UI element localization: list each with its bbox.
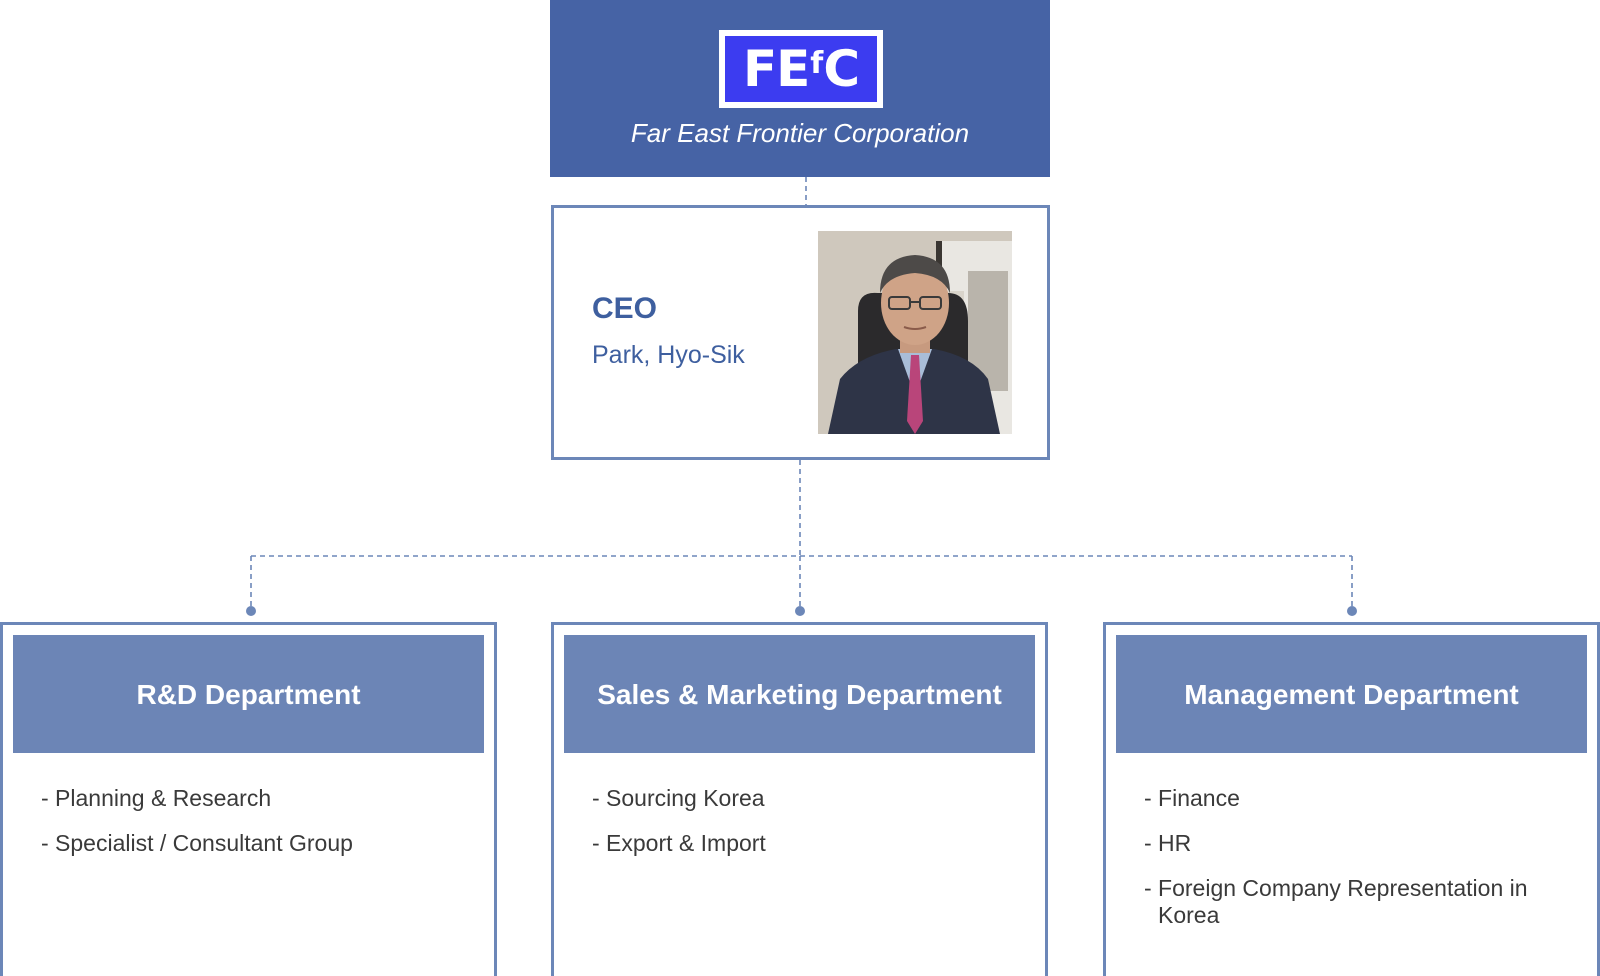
dept-card-sales-marketing: Sales & Marketing Department - Sourcing …	[551, 622, 1048, 976]
list-item: - Export & Import	[592, 830, 766, 856]
connector-dot-left	[246, 606, 256, 616]
dept-title: Management Department	[1116, 635, 1587, 753]
connector-dot-middle	[795, 606, 805, 616]
company-name: Far East Frontier Corporation	[630, 118, 970, 148]
dept-title: R&D Department	[13, 635, 484, 753]
ceo-name: Park, Hyo-Sik	[592, 341, 745, 369]
connector-dot-right	[1347, 606, 1357, 616]
ceo-card: CEO Park, Hyo-Sik	[551, 205, 1050, 460]
ceo-title: CEO	[592, 292, 658, 325]
ceo-photo	[818, 231, 1012, 434]
list-item: - Foreign Company Representation in Kore…	[1144, 875, 1528, 928]
dept-item-list: - Planning & Research - Specialist / Con…	[41, 785, 464, 875]
dept-card-rnd: R&D Department - Planning & Research - S…	[0, 622, 497, 976]
dept-item-list: - Finance - HR - Foreign Company Represe…	[1144, 785, 1567, 947]
dept-item-list: - Sourcing Korea - Export & Import	[592, 785, 1015, 875]
list-item: - Planning & Research	[41, 785, 272, 811]
list-item: - Finance	[1144, 785, 1240, 811]
list-item: - Specialist / Consultant Group	[41, 830, 353, 856]
list-item: - Sourcing Korea	[592, 785, 765, 811]
dept-title: Sales & Marketing Department	[564, 635, 1035, 753]
list-item: - HR	[1144, 830, 1192, 856]
dept-card-management: Management Department - Finance - HR - F…	[1103, 622, 1600, 976]
